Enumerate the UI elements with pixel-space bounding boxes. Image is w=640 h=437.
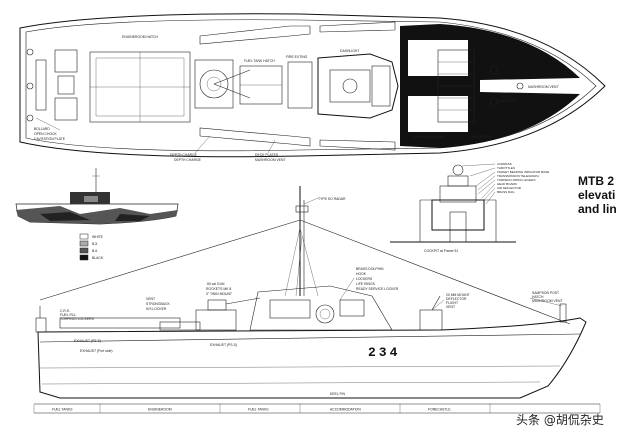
label-sampson-post: SAMPSON POST	[532, 291, 559, 295]
compartment-accommodation: ACCOMMODATION	[330, 408, 361, 412]
label-deflector: DEFLECTOR	[446, 297, 467, 301]
title-line-1: MTB 2	[578, 174, 614, 188]
label-mushroom-vent-2: MUSHROOM VENT	[414, 135, 445, 139]
cockpit-label-target-bearing: TARGET BEARING INDICATOR BASE	[497, 170, 549, 174]
label-fuel-fill: FUEL FILL	[60, 313, 76, 317]
camouflage-profile	[15, 168, 179, 225]
cockpit-label-air-deflector: AIR DEFLECTOR	[497, 186, 522, 190]
label-deck-plates: DECK PLATES	[255, 153, 279, 157]
camo-legend: WHITE B-5 B-6 BLACK	[79, 233, 104, 261]
label-engineroom-hatch: ENGINEROOM HATCH	[122, 35, 158, 39]
compartment-forecastle: FORECASTLE	[428, 408, 451, 412]
label-20mm-mount: 20 MM MOUNT	[446, 293, 470, 297]
drawing-title: MTB 2 elevati and lin	[578, 174, 617, 216]
hull-outline	[37, 317, 587, 399]
compartment-fuel-tanks-fwd: FUEL TANKS	[248, 408, 269, 412]
cockpit-label-brass-rail: BRASS RAIL	[497, 190, 515, 194]
label-twin-mount: 3" TWIN MOUNT	[206, 292, 232, 296]
legend-white: WHITE	[92, 235, 104, 239]
label-depth-charge-2: DEPTH CHARGE	[174, 158, 202, 162]
label-depth-charge: DEPTH CHARGE	[170, 153, 198, 157]
label-flight: FLIGHT	[446, 301, 458, 305]
title-line-2: elevati	[578, 188, 615, 202]
label-dashlight: DASHLIGHT	[340, 49, 359, 53]
label-mushroom-vent-3: MUSHROOM VENT	[528, 85, 559, 89]
label-exhaust-2: EXHAUST (PS-S)	[210, 343, 237, 347]
hull-number: 234	[368, 345, 400, 360]
label-radar: TYPE SO RADAR	[318, 197, 346, 201]
label-exhaust-1: EXHAUST (PS-S)	[74, 339, 101, 343]
label-gun-mount: .50 cal GUN	[206, 282, 225, 286]
label-strongback: STRONGBACK	[146, 302, 170, 306]
label-hawse-pipe: HAWSE PIPE	[470, 135, 492, 139]
label-crs: C.R.S.	[60, 309, 70, 313]
label-life-rings: LIFE RINGS	[356, 282, 376, 286]
legend-black: BLACK	[92, 256, 104, 260]
cockpit-label-torpedo-levers: TORPEDO FIRING LEVERS	[497, 178, 535, 182]
deck-plan-view: ENGINEROOM HATCH FUEL TANK HATCH FIRE EX…	[19, 13, 606, 162]
cockpit-detail: COMPASS THROTTLES TARGET BEARING INDICAT…	[390, 162, 549, 253]
label-ks-locker: K/S LOCKER	[146, 307, 167, 311]
cockpit-label-head-board: HEAD BOARD	[497, 182, 518, 186]
label-rockets: ROCKETS MK 8	[206, 287, 231, 291]
label-mushroom-vent-elev: MUSHROOM VENT	[532, 299, 563, 303]
label-keel-fin: KEEL FIN	[330, 392, 345, 396]
title-line-3: and lin	[578, 202, 617, 216]
label-ready-service-locker: READY SERVICE LOCKER	[356, 287, 399, 291]
compartment-engineroom: ENGINEROOM	[148, 408, 172, 412]
cockpit-label-throttles: THROTTLES	[497, 166, 515, 170]
label-exhaust-port: EXHAUST (Port side)	[80, 349, 113, 353]
cockpit-label-compass: COMPASS	[497, 162, 512, 166]
label-hook: HOOK	[356, 272, 367, 276]
label-mushroom-vent-1: MUSHROOM VENT	[255, 158, 286, 162]
watermark: 头条 @胡侃杂史	[516, 413, 604, 427]
label-open-chock: OPEN CHOCK	[34, 132, 58, 136]
label-cavitation-plate: CAVITATION PLATE	[34, 137, 66, 141]
compartment-fuel-tanks-aft: FUEL TANKS	[52, 408, 73, 412]
label-torpedo-lockers: TORPEDO LOCKERS	[60, 317, 95, 321]
compartment-scale: FUEL TANKS ENGINEROOM FUEL TANKS ACCOMMO…	[33, 403, 601, 414]
legend-b5: B-5	[92, 242, 97, 246]
cockpit-label-telegraph: TRANSMISSION TELEGRAPH	[497, 174, 539, 178]
cockpit-caption: COCKPIT at Frame 51	[424, 249, 458, 253]
label-vent-left: VENT	[146, 297, 155, 301]
deck-outline	[19, 13, 606, 158]
side-elevation: 234 TYPE SO RADAR BRASS DOLPHIN HOOK LOC…	[35, 186, 587, 399]
label-lockers: LOCKERS	[356, 277, 373, 281]
label-bollard: BOLLARD	[34, 127, 50, 131]
label-anchor: ANCHOR	[500, 99, 515, 103]
label-ego: EGO	[503, 95, 511, 99]
label-hatch: HATCH	[532, 295, 544, 299]
label-fuel-tank-hatch: FUEL TANK HATCH	[244, 59, 275, 63]
legend-b6: B-6	[92, 249, 97, 253]
label-vent-right: VENT	[446, 305, 455, 309]
label-fire-extinguisher: FIRE EXTING	[286, 55, 308, 59]
label-brass-dolphin: BRASS DOLPHIN	[356, 267, 384, 271]
